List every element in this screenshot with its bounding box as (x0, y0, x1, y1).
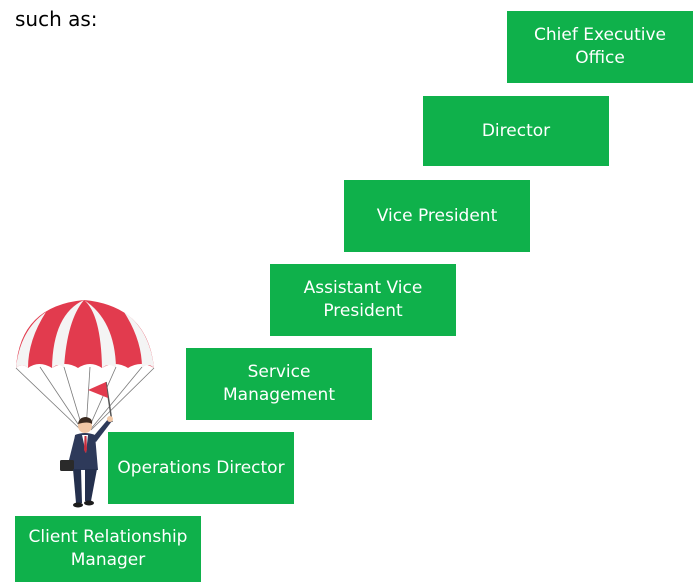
step-chief-executive-office: Chief Executive Office (507, 11, 693, 83)
businessman-figure (60, 416, 113, 508)
step-service-management: Service Management (186, 348, 372, 420)
step-client-relationship-manager: Client Relationship Manager (15, 516, 201, 582)
intro-text: such as: (15, 7, 98, 31)
parachute-strings (15, 366, 155, 431)
briefcase-icon (60, 460, 74, 471)
step-label: Director (481, 120, 551, 141)
step-label: Vice President (376, 205, 498, 226)
parachuting-businessman-icon (15, 300, 155, 508)
step-label: Chief Executive Office (534, 25, 666, 68)
parachute-canopy (16, 300, 154, 368)
step-label: Client Relationship Manager (28, 527, 188, 570)
step-label: Assistant Vice President (303, 278, 423, 321)
step-operations-director: Operations Director (108, 432, 294, 504)
flag-icon (88, 381, 113, 423)
step-label: Service Management (223, 362, 335, 405)
step-vice-president: Vice President (344, 180, 530, 252)
step-assistant-vice-president: Assistant Vice President (270, 264, 456, 336)
step-director: Director (423, 96, 609, 166)
step-label: Operations Director (117, 457, 285, 478)
